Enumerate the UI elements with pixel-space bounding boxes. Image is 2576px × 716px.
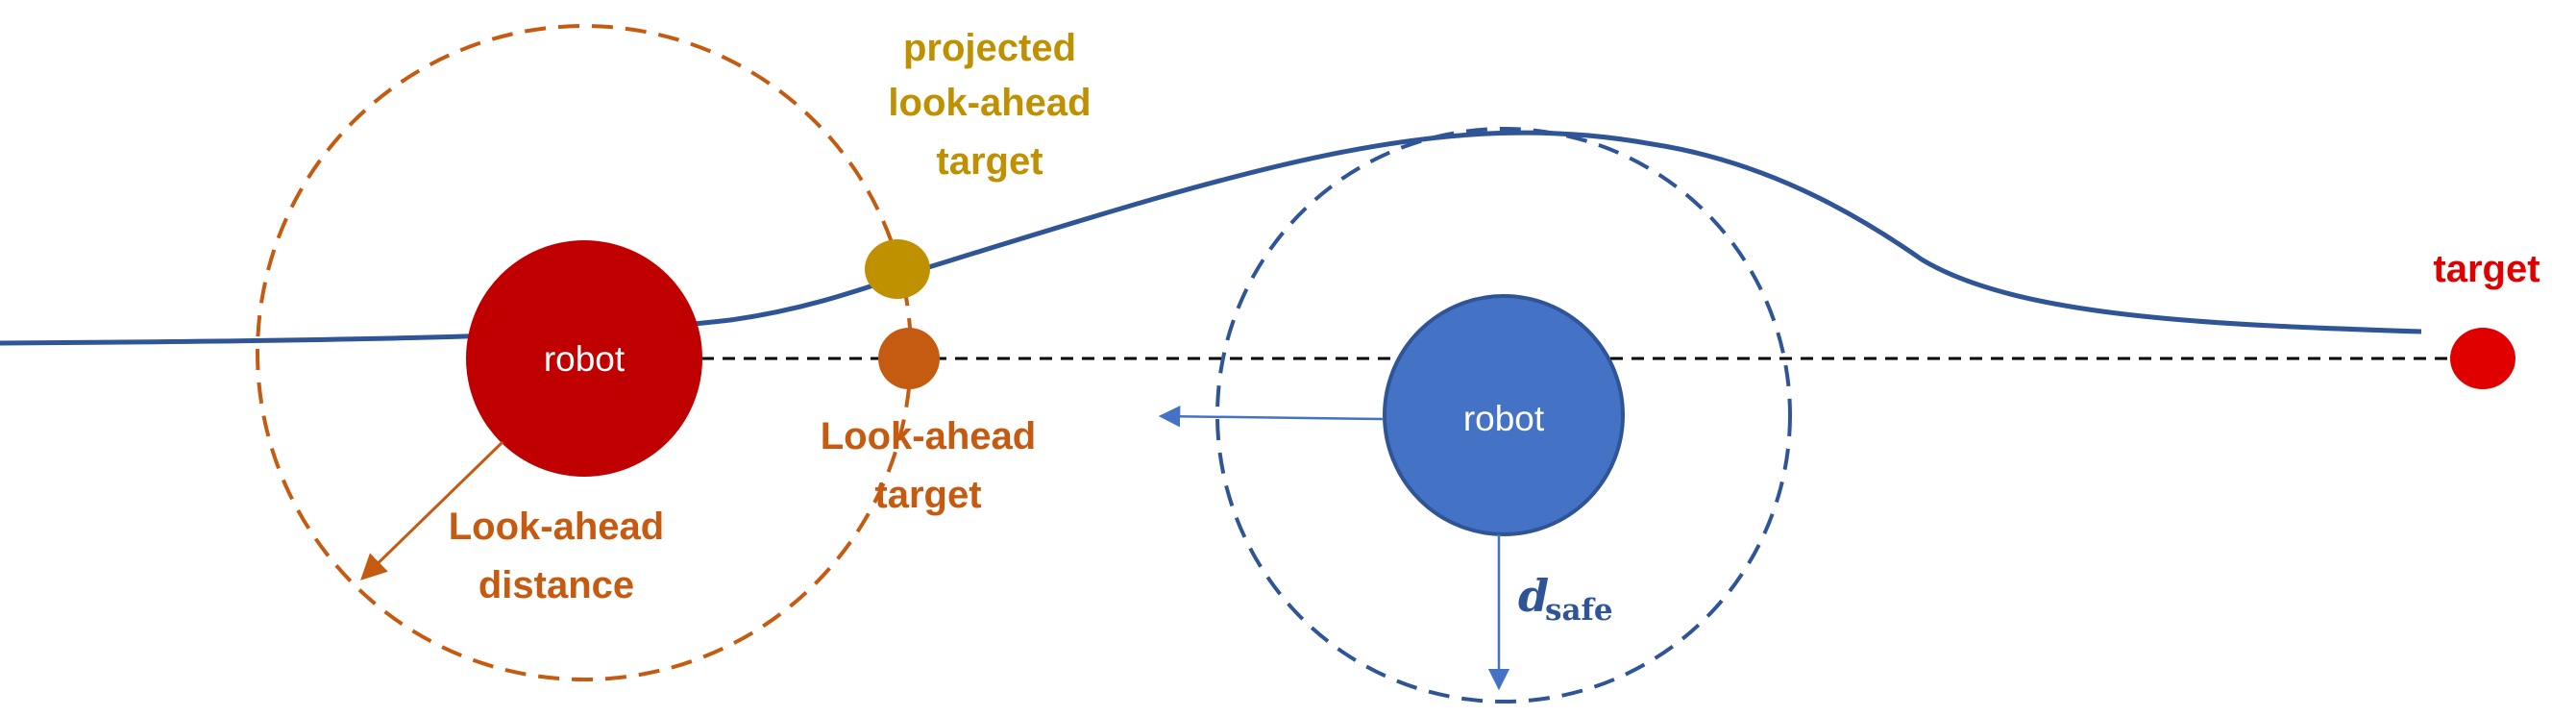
lookahead-distance-line1: Look-ahead [449, 506, 664, 548]
final-target-point [2450, 328, 2515, 389]
dsafe-main: d [1518, 570, 1549, 622]
target-label: target [2433, 248, 2539, 290]
lookahead-distance-label: Look-ahead distance [449, 506, 664, 606]
robot-right-body [1383, 294, 1625, 536]
robot-right-label: robot [1463, 399, 1545, 438]
robot-left-body [466, 240, 702, 477]
projected-label-line1: projected [903, 27, 1076, 69]
dsafe-subscript: safe [1545, 593, 1613, 628]
projected-target-point [865, 239, 930, 299]
lookahead-target-line2: target [874, 474, 981, 516]
robot-left-label: robot [544, 339, 626, 379]
projected-label-line2: look-ahead [888, 82, 1091, 124]
lookahead-target-line1: Look-ahead [821, 415, 1036, 457]
lookahead-distance-line2: distance [478, 564, 634, 606]
motion-arrow [1158, 406, 1385, 428]
projected-label-line3: target [936, 140, 1043, 183]
safety-circle [1215, 127, 1792, 704]
lookahead-distance-arrow [360, 440, 504, 580]
planned-path [0, 130, 2422, 346]
lookahead-target-label: Look-ahead target [821, 415, 1036, 516]
dsafe-label: d safe [1518, 570, 1613, 628]
projected-target-label: projected look-ahead target [888, 27, 1091, 183]
lookahead-target-point [878, 328, 940, 389]
